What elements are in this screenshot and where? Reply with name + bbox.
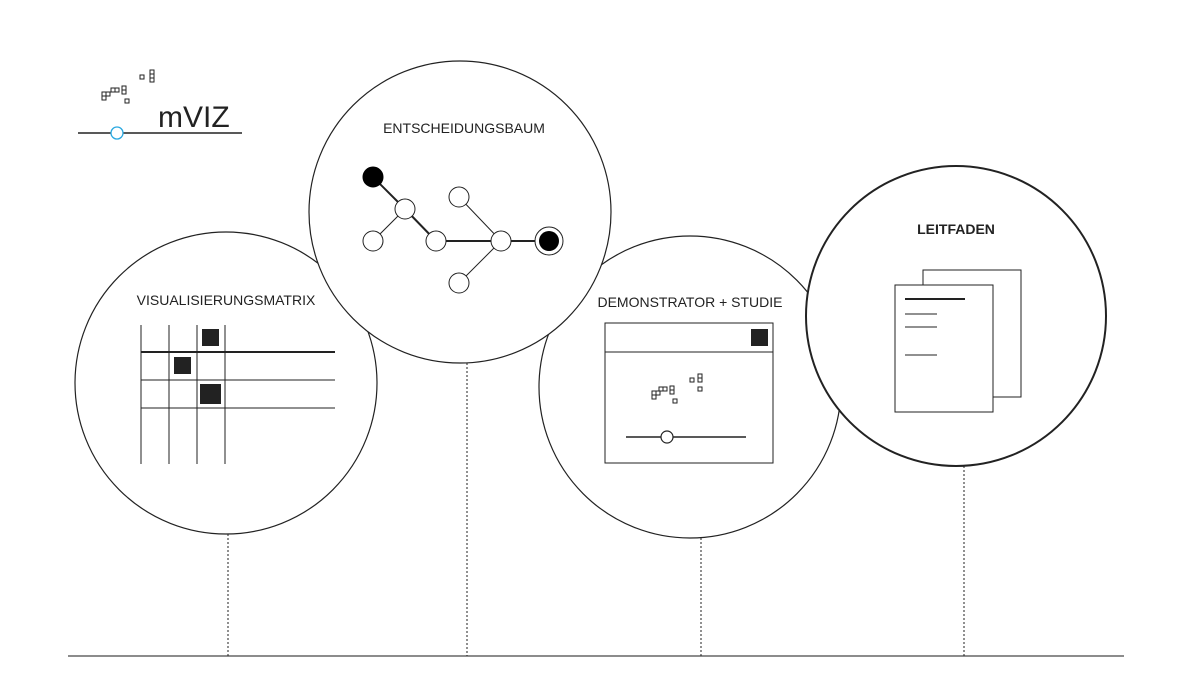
node-label: DEMONSTRATOR + STUDIE xyxy=(597,294,782,310)
node-entscheidungsbaum: ENTSCHEIDUNGSBAUM xyxy=(308,60,612,364)
node-circle xyxy=(74,231,378,535)
mviz-logo: mVIZ xyxy=(78,69,242,140)
logo-slider-handle xyxy=(110,126,124,140)
node-demonstrator-studie: DEMONSTRATOR + STUDIE xyxy=(538,235,842,539)
node-visualisierungsmatrix: VISUALISIERUNGSMATRIX xyxy=(74,231,378,535)
demonstrator-window-icon xyxy=(604,322,774,464)
scatter-dots-icon xyxy=(651,373,703,404)
decision-tree-icon xyxy=(362,166,564,294)
node-label: ENTSCHEIDUNGSBAUM xyxy=(383,120,545,136)
scatter-dots-icon xyxy=(101,69,155,104)
node-leitfaden: LEITFADEN xyxy=(805,165,1107,467)
node-label: VISUALISIERUNGSMATRIX xyxy=(137,292,316,308)
node-circle xyxy=(308,60,612,364)
matrix-icon xyxy=(140,325,335,464)
logo-text: mVIZ xyxy=(158,101,230,134)
document-stack-icon xyxy=(894,269,1022,413)
node-label: LEITFADEN xyxy=(917,221,995,237)
